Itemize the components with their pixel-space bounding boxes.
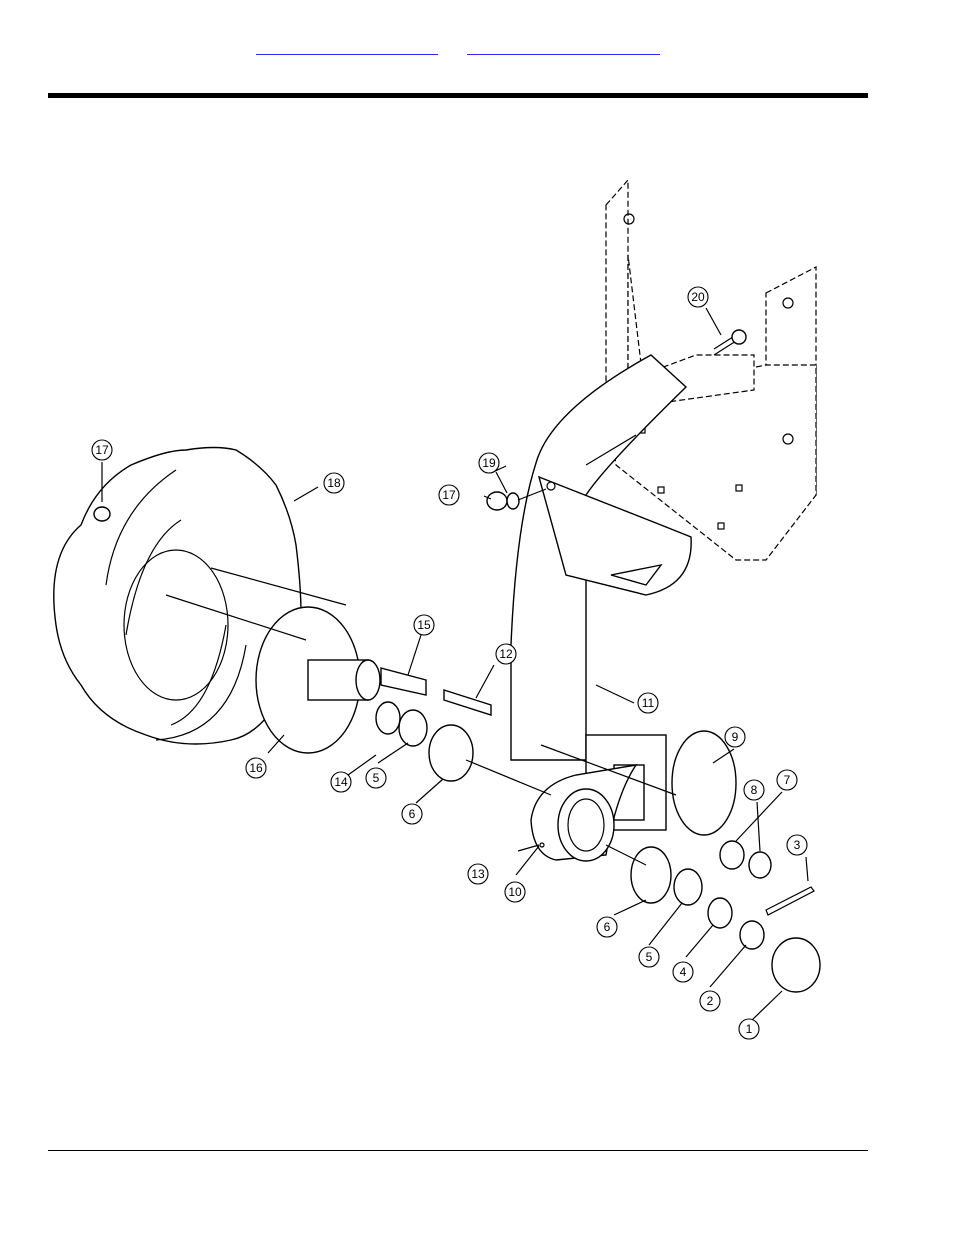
callout-17-left-label: 17 [95, 443, 109, 457]
castle-nut-2 [740, 921, 764, 949]
callout-8: 8 [744, 780, 764, 800]
header-link-left[interactable] [256, 38, 438, 55]
callout-15: 15 [414, 615, 434, 635]
callout-19: 19 [479, 453, 499, 473]
callout-15-label: 15 [417, 618, 431, 632]
callout-16-label: 16 [249, 761, 263, 775]
callout-18: 18 [324, 473, 344, 493]
callout-7-label: 7 [784, 773, 791, 787]
callout-7: 7 [777, 770, 797, 790]
callout-5-left-label: 5 [373, 771, 380, 785]
callout-11-label: 11 [642, 696, 655, 710]
nut-17-right [487, 492, 507, 510]
bearing-cone-5-right [674, 869, 702, 905]
callout-10: 10 [505, 882, 525, 902]
callout-18-label: 18 [327, 476, 341, 490]
bearing-cup-6-right [631, 847, 671, 903]
callout-2: 2 [700, 991, 720, 1011]
callout-17-right-label: 17 [442, 488, 456, 502]
bearing-cup-6-left [429, 725, 473, 781]
callout-11: 11 [638, 693, 658, 713]
callout-6-left: 6 [402, 804, 422, 824]
callout-12-label: 12 [499, 647, 513, 661]
callout-10-label: 10 [508, 885, 522, 899]
callout-1-label: 1 [746, 1022, 753, 1036]
carriage-bolt-20 [714, 330, 746, 355]
callout-19-label: 19 [482, 456, 496, 470]
callout-9-label: 9 [732, 730, 739, 744]
callout-13-label: 13 [471, 867, 485, 881]
seal-14 [376, 702, 400, 734]
callout-2-label: 2 [707, 994, 714, 1008]
callout-20-label: 20 [691, 290, 705, 304]
hub-flange-16 [256, 607, 380, 753]
bolt-12 [444, 690, 491, 715]
callout-6-left-label: 6 [409, 807, 416, 821]
callout-6-right-label: 6 [604, 920, 611, 934]
callout-3: 3 [787, 835, 807, 855]
callout-8-label: 8 [751, 783, 758, 797]
callout-5-right-label: 5 [646, 950, 653, 964]
callout-17-right: 17 [439, 485, 459, 505]
exploded-parts-diagram: 1 2 3 4 5 5 6 6 7 8 9 10 11 12 13 14 15 … [46, 165, 836, 1055]
callout-4: 4 [673, 962, 693, 982]
cotter-pin-3 [766, 887, 814, 915]
bolt-15 [381, 668, 426, 695]
callout-5-left: 5 [366, 768, 386, 788]
nut-17-left [94, 507, 110, 521]
washer-19 [507, 493, 519, 509]
callout-5-right: 5 [639, 947, 659, 967]
callout-17-left: 17 [92, 440, 112, 460]
callout-3-label: 3 [794, 838, 801, 852]
dust-cap-1 [772, 938, 820, 992]
callout-13: 13 [468, 864, 488, 884]
callout-6-right: 6 [597, 917, 617, 937]
header-rule [48, 93, 868, 98]
washer-4 [708, 898, 732, 928]
bearing-cone-5-left [399, 710, 427, 746]
callout-12: 12 [496, 644, 516, 664]
header-link-right[interactable] [467, 38, 660, 55]
callout-9: 9 [725, 727, 745, 747]
callout-14: 14 [331, 772, 351, 792]
nut-8 [720, 841, 744, 869]
callout-16: 16 [246, 758, 266, 778]
callout-20: 20 [688, 287, 708, 307]
callout-1: 1 [739, 1019, 759, 1039]
callout-14-label: 14 [334, 775, 348, 789]
callout-4-label: 4 [680, 965, 687, 979]
gauge-disc-9 [672, 731, 736, 835]
footer-rule [48, 1150, 868, 1151]
nut-7 [749, 852, 771, 878]
